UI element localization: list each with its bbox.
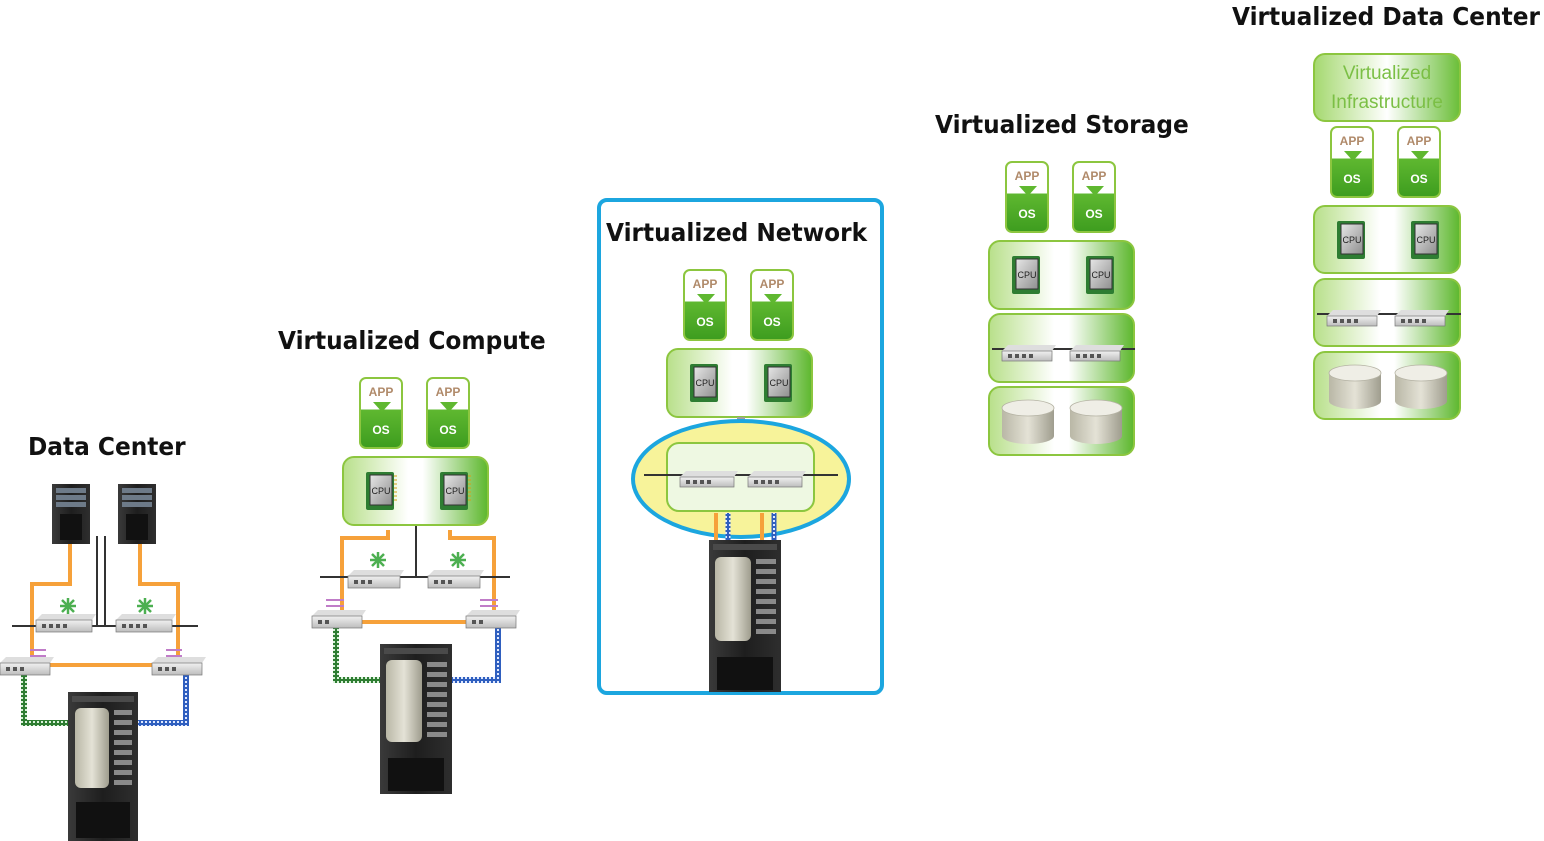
compute-network-diagram [311, 526, 520, 794]
network-switch-icon [1069, 345, 1124, 362]
storage-disk-icon [1328, 364, 1382, 409]
app-label: APP [1014, 169, 1040, 183]
compute-layer: CPU CPU [342, 456, 489, 526]
vm-app-os-icon: APP OS [1005, 161, 1049, 233]
app-label: APP [1339, 134, 1365, 148]
network-switch-icon [1326, 310, 1381, 327]
title-virtualized-network: Virtualized Network [606, 218, 868, 247]
network-switch-icon [0, 649, 54, 676]
storage-array-icon [68, 692, 138, 841]
app-label: APP [1406, 134, 1432, 148]
compute-layer: CPU CPU [988, 240, 1135, 310]
app-label: APP [368, 385, 394, 399]
network-switch-icon [465, 599, 520, 629]
green-storage-link [21, 670, 72, 726]
storage-array-icon [380, 644, 452, 794]
router-star-icon [60, 598, 153, 614]
cpu-label: CPU [445, 486, 464, 496]
cpu-chip-icon: CPU [1012, 256, 1040, 294]
os-label: OS [1410, 172, 1428, 186]
cpu-label: CPU [1091, 270, 1110, 280]
highlight-box-virtualized-network [597, 198, 884, 695]
cpu-label: CPU [769, 378, 788, 388]
vm-app-os-icon: APP OS [359, 377, 403, 449]
network-switch-icon [427, 570, 484, 589]
cpu-chip-icon: CPU [690, 364, 718, 402]
cpu-label: CPU [1416, 235, 1435, 245]
os-label: OS [372, 423, 390, 437]
vm-app-os-icon: APP OS [1397, 126, 1441, 198]
storage-disk-icon [1069, 399, 1123, 444]
network-switch-icon [747, 471, 806, 488]
compute-layer: CPU CPU [1313, 205, 1461, 274]
network-switch-icon [151, 649, 206, 676]
app-label: APP [435, 385, 461, 399]
cpu-label: CPU [371, 486, 390, 496]
cpu-chip-icon: CPU [1411, 221, 1439, 259]
os-label: OS [763, 315, 781, 329]
title-data-center: Data Center [28, 432, 186, 461]
server-tower-icon [118, 484, 156, 544]
title-virtualized-storage: Virtualized Storage [935, 110, 1189, 139]
blue-storage-link [138, 670, 189, 726]
virtualized-infrastructure-box: Virtualized Infrastructure [1313, 53, 1461, 122]
os-label: OS [1085, 207, 1103, 221]
network-switch-icon [115, 614, 176, 633]
orange-links [30, 544, 180, 667]
compute-layer: CPU CPU [666, 348, 813, 418]
storage-disk-icon [1394, 364, 1448, 409]
storage-array-icon [709, 540, 781, 692]
cpu-chip-icon: CPU [764, 364, 792, 402]
cpu-chip-icon: CPU [1337, 221, 1365, 259]
vm-app-os-icon: APP OS [750, 269, 794, 341]
cpu-chip-icon: CPU [440, 472, 471, 510]
network-switch-icon [1001, 345, 1056, 362]
os-label: OS [696, 315, 714, 329]
os-label: OS [1343, 172, 1361, 186]
os-label: OS [1018, 207, 1036, 221]
network-layer [1313, 278, 1461, 347]
cpu-chip-icon: CPU [366, 472, 397, 510]
storage-disk-icon [1001, 399, 1055, 444]
data-center-diagram [0, 484, 206, 841]
vm-app-os-icon: APP OS [426, 377, 470, 449]
network-switch-icon [35, 614, 96, 633]
server-tower-icon [52, 484, 90, 544]
storage-layer [1313, 351, 1461, 420]
cpu-chip-icon: CPU [1086, 256, 1114, 294]
network-switch-icon [311, 599, 366, 629]
network-layer [988, 313, 1135, 383]
vm-app-os-icon: APP OS [683, 269, 727, 341]
vm-app-os-icon: APP OS [1072, 161, 1116, 233]
network-layer [666, 442, 815, 512]
title-virtualized-data-center: Virtualized Data Center [1232, 2, 1540, 31]
network-switch-icon [1394, 310, 1449, 327]
network-switch-icon [347, 570, 404, 589]
cpu-label: CPU [1017, 270, 1036, 280]
network-switch-icon [679, 471, 738, 488]
vm-app-os-icon: APP OS [1330, 126, 1374, 198]
storage-layer [988, 386, 1135, 456]
virtual-network-diagram [631, 417, 851, 692]
app-label: APP [1081, 169, 1107, 183]
app-label: APP [759, 277, 785, 291]
cpu-label: CPU [695, 378, 714, 388]
title-virtualized-compute: Virtualized Compute [278, 326, 546, 355]
os-label: OS [439, 423, 457, 437]
app-label: APP [692, 277, 718, 291]
cpu-label: CPU [1342, 235, 1361, 245]
